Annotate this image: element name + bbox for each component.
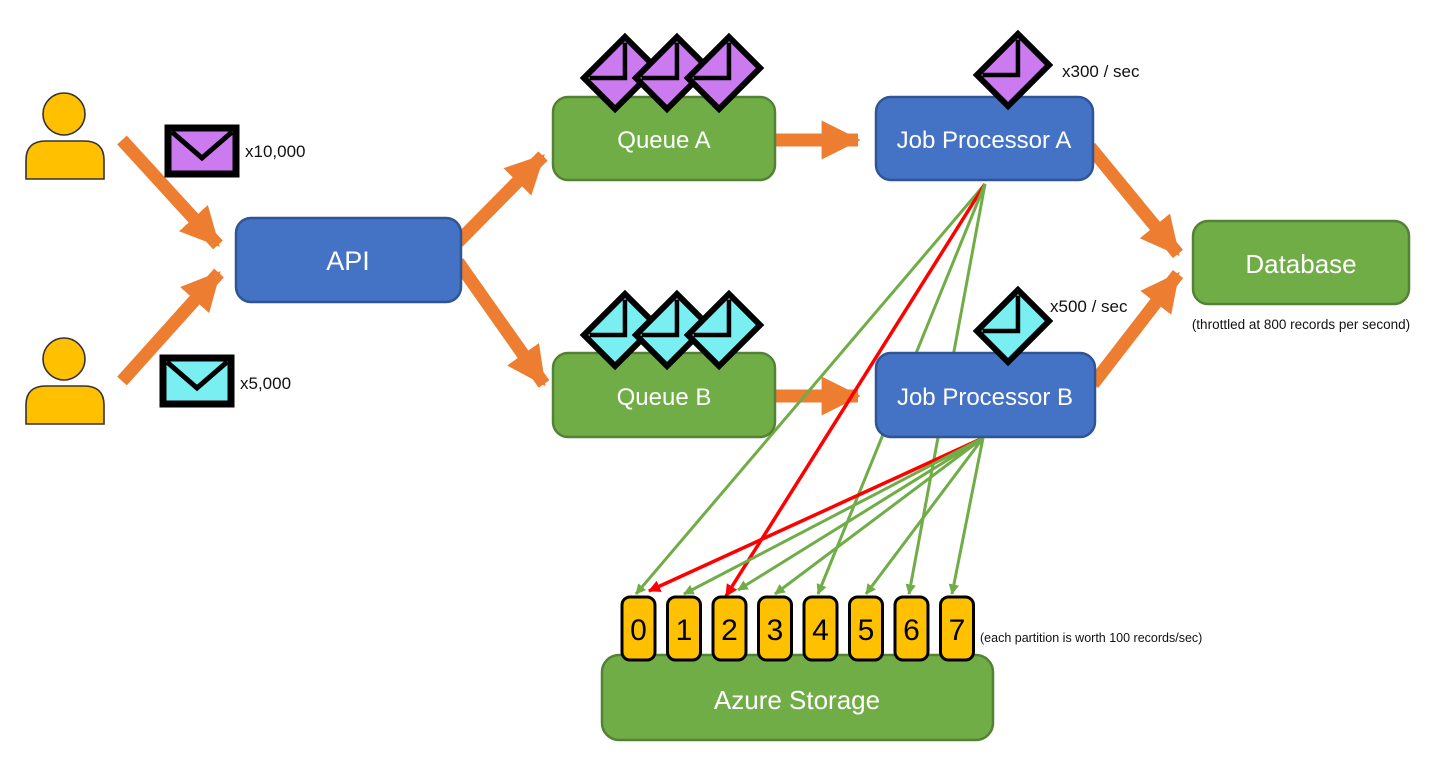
job-processor-b-box: [874, 351, 1097, 439]
flow-arrow-api-queue-a: [453, 151, 548, 247]
flow-arrow-user1-api: [117, 135, 223, 250]
node-azure-storage: [600, 653, 995, 742]
jpb-rate-label: x500 / sec: [1050, 297, 1128, 316]
azure-storage-label: Azure Storage: [714, 685, 880, 715]
queue-a-envelopes: [579, 32, 765, 114]
node-api: API: [234, 216, 463, 304]
job-processor-a-box: [874, 95, 1095, 182]
envelope-icon: [972, 285, 1054, 367]
partition-label-2: 2: [721, 614, 738, 647]
partition-box-6: [893, 595, 930, 662]
job-processor-a-label: Job Processor A: [897, 127, 1072, 154]
node-queue-a: Queue A: [551, 95, 777, 182]
envelope-icon: [683, 32, 765, 114]
partition-write-lines: [634, 183, 987, 597]
write-line-jpa-partition-2-red: [724, 183, 987, 597]
user-1: [25, 92, 105, 180]
node-job-processor-b: Job Processor B: [874, 351, 1097, 439]
api-label: API: [326, 246, 370, 276]
write-line-jpb-partition-3: [774, 436, 984, 596]
flow-arrow-user2-api: [117, 268, 224, 386]
partition-box-1: [666, 595, 702, 662]
partition-label-4: 4: [812, 614, 829, 647]
user2-envelope: [159, 354, 235, 408]
partition-box-4: [802, 595, 839, 662]
partition-box-3: [757, 595, 793, 662]
partition-box-2: [711, 595, 748, 662]
database-throttle-note: (throttled at 800 records per second): [1192, 317, 1410, 332]
partition-label-6: 6: [903, 614, 920, 647]
node-job-processor-a: Job Processor A: [874, 95, 1095, 182]
flow-arrows: [117, 120, 1184, 416]
envelope-icon: [579, 289, 661, 371]
queue-b-label: Queue B: [617, 384, 712, 411]
flow-arrow-api-queue-b: [452, 258, 550, 388]
partition-label-1: 1: [676, 614, 693, 647]
envelope-icon: [579, 32, 661, 114]
partition-label-7: 7: [949, 614, 966, 647]
partition-worth-note: (each partition is worth 100 records/sec…: [980, 631, 1202, 645]
user-icon: [42, 92, 86, 136]
partition-label-3: 3: [767, 614, 784, 647]
write-line-jpb-partition-0-red: [648, 436, 984, 593]
partition-box-0: [620, 595, 657, 662]
flow-arrow-jpb-database: [1087, 270, 1184, 388]
queue-b-envelopes: [579, 289, 765, 371]
envelope-icon: [683, 289, 765, 371]
queue-a-label: Queue A: [617, 127, 710, 154]
user-2: [25, 337, 105, 425]
api-box: [234, 216, 463, 304]
partition-row: 0 1 2 3 4 5 6 7: [620, 595, 975, 662]
node-queue-b: Queue B: [551, 351, 777, 439]
database-label: Database: [1245, 249, 1356, 279]
job-processor-b-label: Job Processor B: [897, 384, 1073, 411]
write-line-jpb-partition-7: [948, 437, 985, 595]
partition-box-7: [939, 595, 975, 662]
database-box: [1191, 219, 1411, 306]
user-icon: [25, 385, 105, 425]
envelope-icon: [631, 32, 713, 114]
user2-count-label: x5,000: [240, 374, 291, 393]
write-line-jpb-partition-1: [683, 436, 984, 596]
envelope-icon: [972, 29, 1054, 111]
jpa-rate-label: x300 / sec: [1062, 62, 1140, 81]
partition-label-5: 5: [858, 614, 875, 647]
node-database: Database (throttled at 800 records per s…: [1191, 219, 1411, 332]
envelope-icon: [631, 289, 713, 371]
partition-label-0: 0: [630, 614, 647, 647]
user-icon: [42, 337, 86, 381]
envelope-flap: [165, 360, 229, 392]
write-line-jpb-partition-5: [864, 437, 985, 595]
azure-storage-box: [600, 653, 995, 742]
write-line-jpb-partition-2: [737, 436, 984, 592]
user1-envelope: [164, 124, 240, 178]
user-icon: [25, 140, 105, 180]
user1-count-label: x10,000: [245, 142, 306, 161]
envelope-flap: [170, 130, 234, 162]
flow-arrow-jpa-database: [1084, 142, 1184, 259]
write-line-jpa-partition-0: [634, 183, 987, 595]
partition-box-5: [848, 595, 884, 662]
